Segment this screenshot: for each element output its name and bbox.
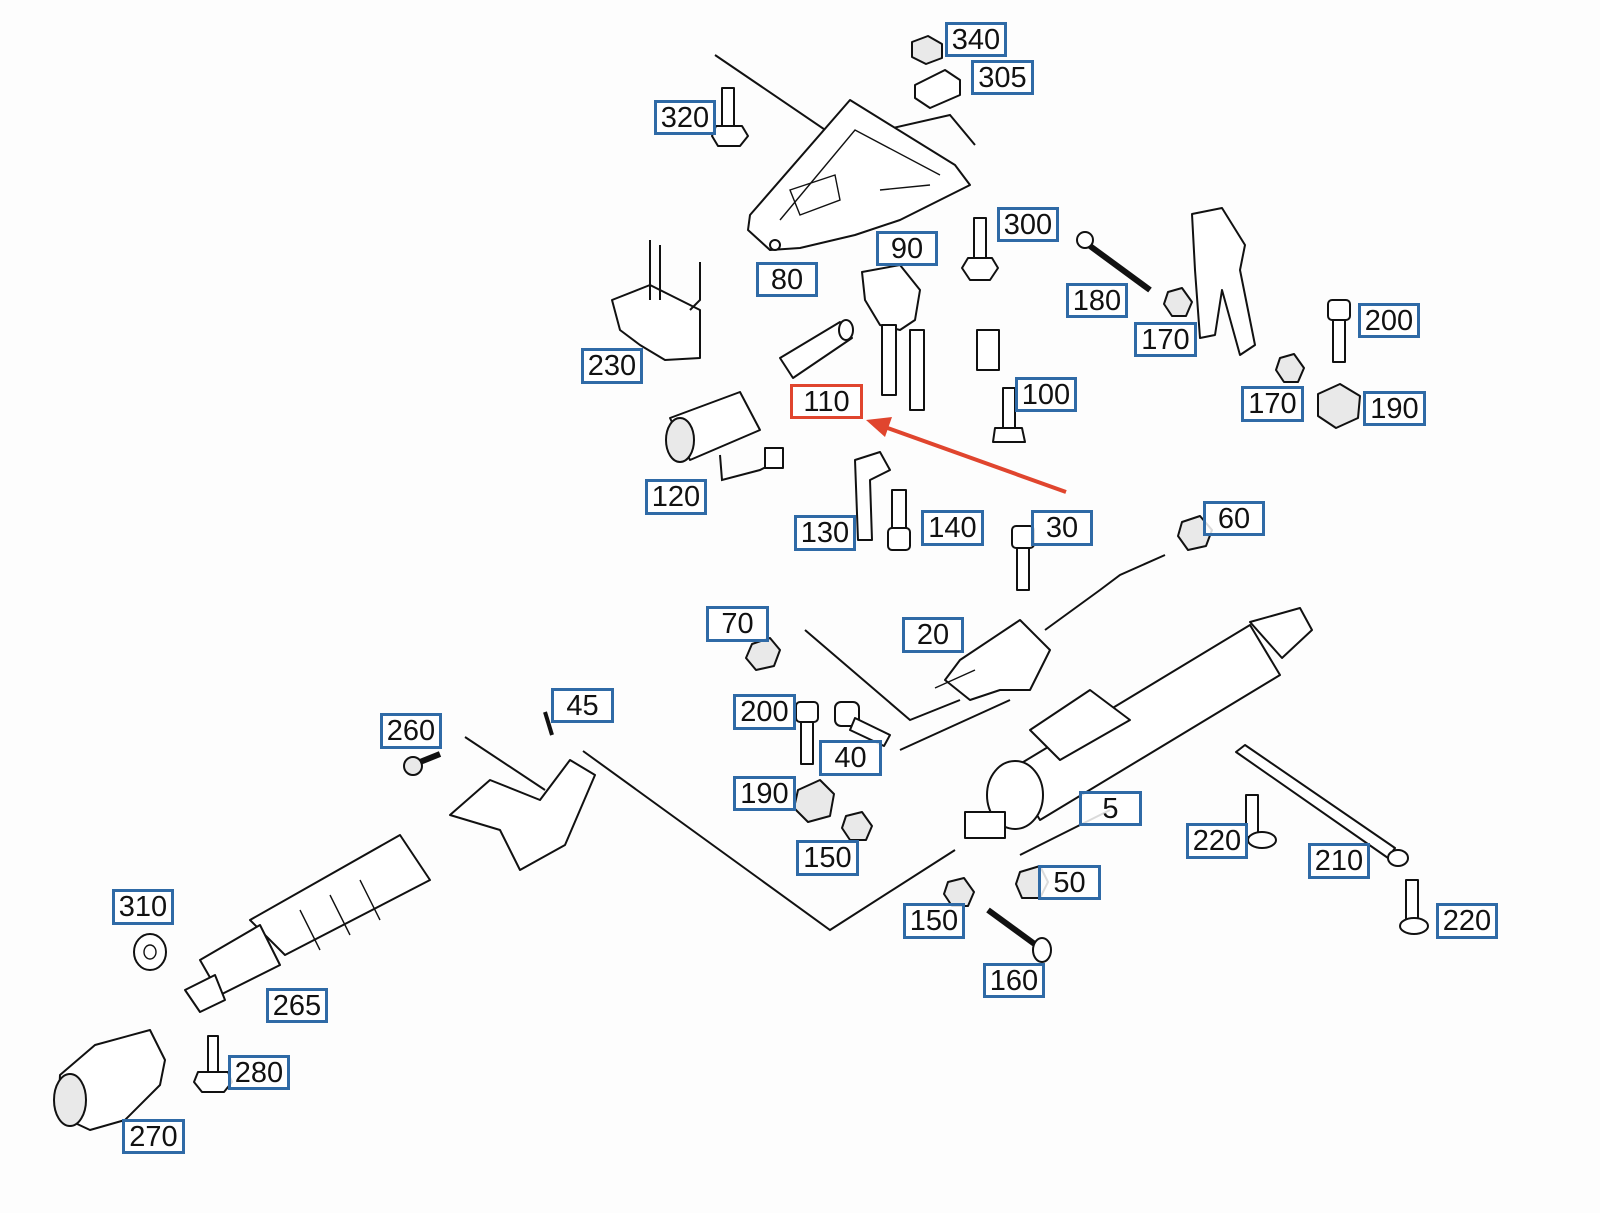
part-40-bolt	[834, 701, 891, 747]
part-200-bolt-b	[795, 701, 819, 765]
part-150-fitting-b	[943, 877, 975, 907]
part-310-washer	[133, 933, 167, 971]
part-70-nut	[745, 637, 781, 671]
part-200-bolt-a	[1327, 299, 1351, 363]
callout-150[interactable]: 150	[903, 903, 965, 939]
callout-80[interactable]: 80	[756, 262, 818, 297]
callout-300[interactable]: 300	[997, 207, 1059, 242]
callout-260[interactable]: 260	[380, 713, 442, 749]
part-140-bolt	[887, 489, 911, 551]
part-210-strap	[1235, 744, 1409, 867]
callout-50[interactable]: 50	[1038, 865, 1101, 900]
part-190-nut-a	[1317, 383, 1361, 429]
callout-340[interactable]: 340	[945, 22, 1007, 57]
part-220-bolt-b	[1399, 879, 1429, 935]
part-230-bracket	[611, 240, 701, 361]
part-100-bolt	[976, 329, 1026, 443]
part-170-fitting-a	[1163, 287, 1193, 317]
part-80-bracket	[747, 99, 971, 251]
part-5-steering-column	[964, 607, 1313, 839]
callout-305[interactable]: 305	[971, 60, 1034, 95]
callout-265[interactable]: 265	[266, 988, 328, 1023]
callout-100[interactable]: 100	[1015, 377, 1077, 412]
callout-150[interactable]: 150	[796, 840, 859, 876]
callout-130[interactable]: 130	[794, 515, 856, 551]
part-170-fitting-b	[1275, 353, 1305, 383]
callout-220[interactable]: 220	[1436, 903, 1498, 939]
part-110-coupling	[779, 319, 854, 379]
callout-20[interactable]: 20	[902, 617, 964, 653]
callout-280[interactable]: 280	[228, 1055, 290, 1090]
callout-190[interactable]: 190	[1363, 391, 1426, 426]
highlight-arrow	[866, 417, 1067, 494]
part-270-boot	[53, 1029, 166, 1131]
callout-140[interactable]: 140	[921, 510, 984, 546]
callout-110[interactable]: 110	[790, 384, 863, 419]
callout-210[interactable]: 210	[1308, 843, 1370, 879]
part-300-bolt	[961, 217, 999, 281]
part-20-cable	[934, 554, 1166, 701]
part-mount-bracket-right	[1191, 207, 1256, 356]
callout-60[interactable]: 60	[1203, 501, 1265, 536]
part-280-bolt	[193, 1035, 233, 1093]
callout-45[interactable]: 45	[551, 688, 614, 723]
part-45-pin	[543, 711, 554, 736]
part-120-motor	[665, 391, 784, 482]
callout-220[interactable]: 220	[1186, 823, 1248, 859]
part-160-bolt	[986, 907, 1052, 963]
callout-180[interactable]: 180	[1066, 283, 1128, 318]
callout-230[interactable]: 230	[581, 348, 643, 384]
callout-5[interactable]: 5	[1079, 791, 1142, 826]
part-265-intermediate-shaft	[184, 759, 596, 1013]
callout-90[interactable]: 90	[876, 231, 938, 266]
callout-160[interactable]: 160	[983, 963, 1045, 998]
part-190-nut-b	[793, 779, 835, 823]
callout-270[interactable]: 270	[122, 1119, 185, 1154]
callout-70[interactable]: 70	[706, 606, 769, 642]
part-305-clip	[914, 69, 961, 109]
callout-40[interactable]: 40	[819, 740, 882, 776]
callout-120[interactable]: 120	[645, 479, 707, 515]
part-220-bolt-a	[1245, 794, 1277, 849]
callout-190[interactable]: 190	[733, 776, 796, 811]
callout-200[interactable]: 200	[1358, 303, 1420, 338]
part-340-nut	[911, 35, 943, 65]
callout-30[interactable]: 30	[1031, 510, 1093, 546]
callout-170[interactable]: 170	[1134, 322, 1197, 357]
part-150-fitting-a	[841, 811, 873, 841]
callout-170[interactable]: 170	[1241, 386, 1304, 422]
part-90-switch	[861, 264, 925, 411]
part-130-bracket	[854, 451, 891, 541]
part-260-bolt	[403, 751, 442, 776]
part-320-bolt	[711, 87, 749, 147]
callout-310[interactable]: 310	[112, 889, 174, 925]
callout-320[interactable]: 320	[654, 100, 716, 135]
part-180-pin	[1076, 231, 1152, 293]
callout-200[interactable]: 200	[733, 694, 796, 730]
